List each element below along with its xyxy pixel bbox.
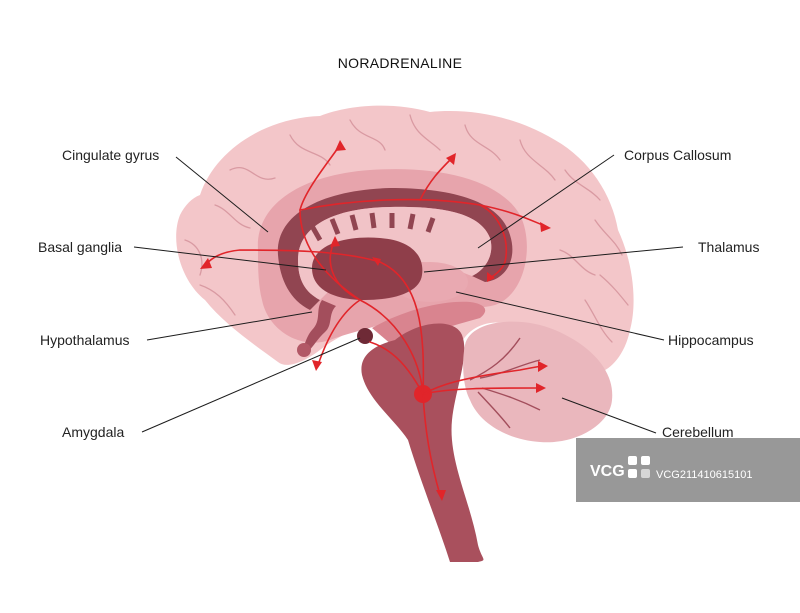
- label-hippocampus: Hippocampus: [668, 332, 754, 348]
- leader-cingulate-gyrus: [175, 156, 269, 233]
- brainstem-region: [361, 323, 484, 562]
- pathway-arrowheads: [200, 140, 551, 501]
- cortex-gyri-folds: [184, 114, 629, 343]
- label-thalamus: Thalamus: [698, 239, 759, 255]
- callosal-striations: [309, 212, 436, 242]
- label-basal-ganglia: Basal ganglia: [38, 239, 122, 255]
- watermark-logo-text: VCG: [590, 463, 625, 480]
- watermark-id-text: VCG211410615101: [656, 469, 752, 481]
- pituitary-gland: [297, 343, 311, 357]
- basal-ganglia-region: [312, 237, 423, 300]
- leader-corpus-callosum: [477, 154, 615, 249]
- label-cingulate-gyrus: Cingulate gyrus: [62, 147, 159, 163]
- vcg-logo-icon: [628, 456, 650, 478]
- label-corpus-callosum: Corpus Callosum: [624, 147, 731, 163]
- leader-thalamus: [423, 246, 684, 273]
- amygdala-region: [357, 328, 373, 344]
- label-cerebellum: Cerebellum: [662, 424, 734, 440]
- leader-hypothalamus: [146, 311, 313, 341]
- leader-lines: [133, 154, 684, 434]
- leader-amygdala: [141, 337, 361, 433]
- label-hypothalamus: Hypothalamus: [40, 332, 130, 348]
- leader-cerebellum: [561, 397, 657, 434]
- diagram-title: NORADRENALINE: [338, 55, 462, 71]
- leader-hippocampus: [455, 291, 665, 341]
- label-amygdala: Amygdala: [62, 424, 124, 440]
- vcg-watermark: VCG VCG211410615101: [576, 438, 800, 502]
- corpus-callosum-region: [277, 188, 513, 310]
- leader-basal-ganglia: [133, 246, 327, 271]
- noradrenergic-pathways: [204, 144, 546, 496]
- watermark-background: [576, 438, 800, 502]
- hypothalamus-region: [300, 300, 336, 354]
- cerebellum-region: [463, 321, 613, 443]
